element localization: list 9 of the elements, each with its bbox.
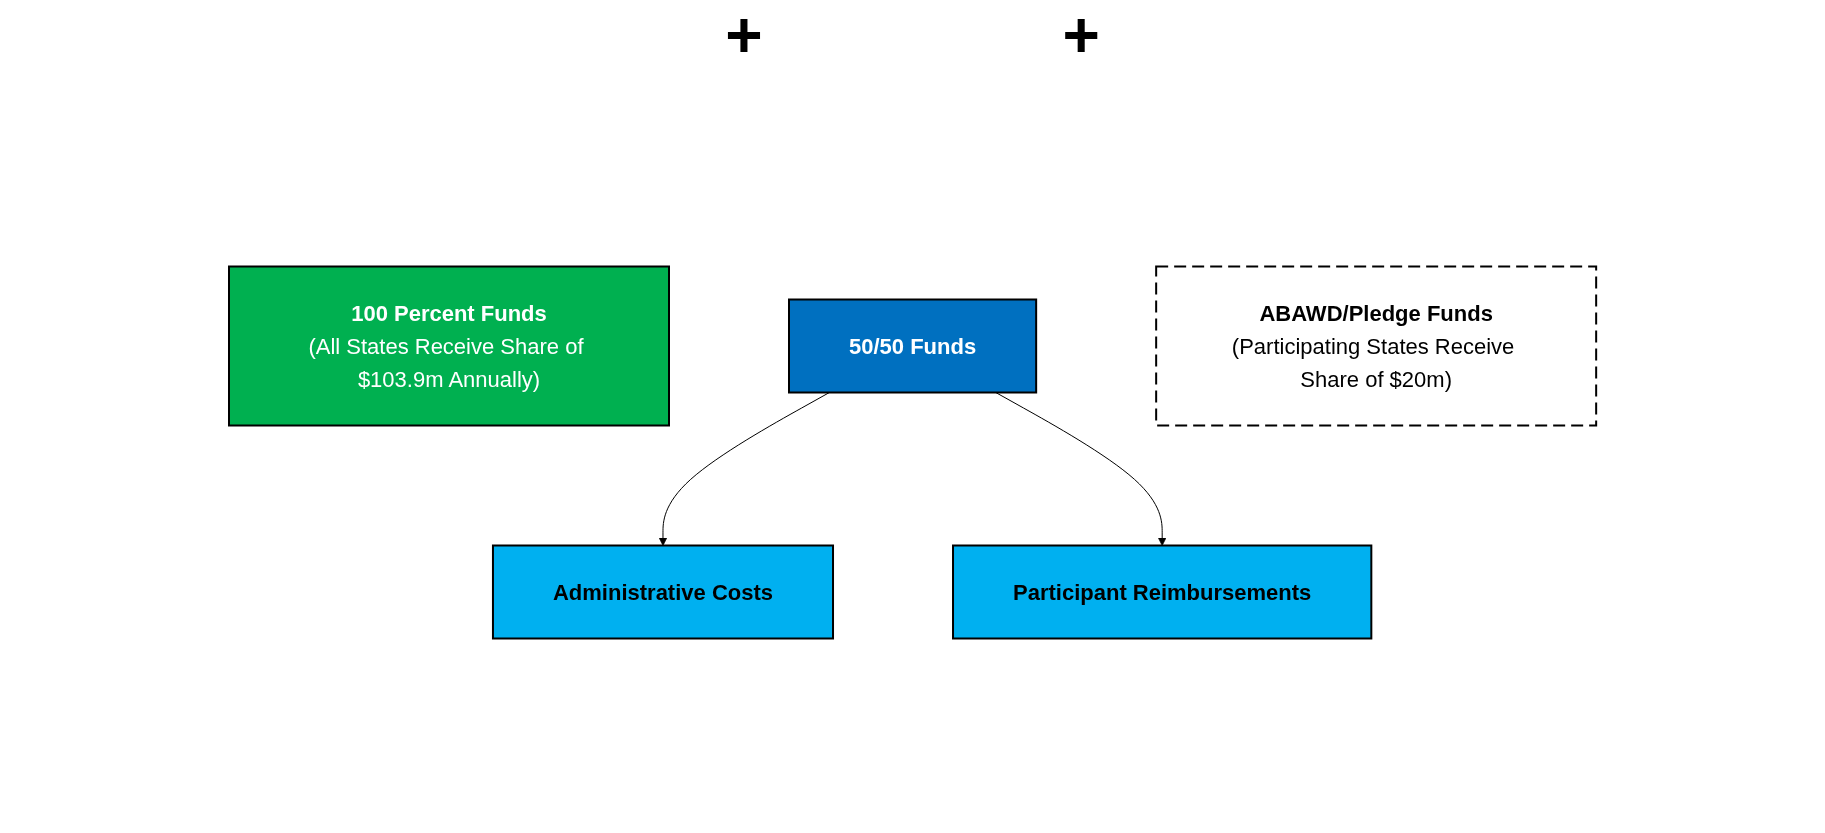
node-box: 50/50 Funds xyxy=(787,298,1038,394)
plus-sign: + xyxy=(1062,3,1100,67)
node-box: 100 Percent Funds (All States Receive Share of $103.9m Annually) xyxy=(227,265,670,427)
node-box: Participant Reimbursements xyxy=(951,544,1373,640)
arrow xyxy=(658,392,830,546)
plus-sign: + xyxy=(725,3,763,67)
arrow xyxy=(995,392,1167,546)
node-box: Administrative Costs xyxy=(491,544,834,640)
node-box: ABAWD/Pledge Funds (Participating States Receive Share of $20m) xyxy=(1155,265,1598,427)
